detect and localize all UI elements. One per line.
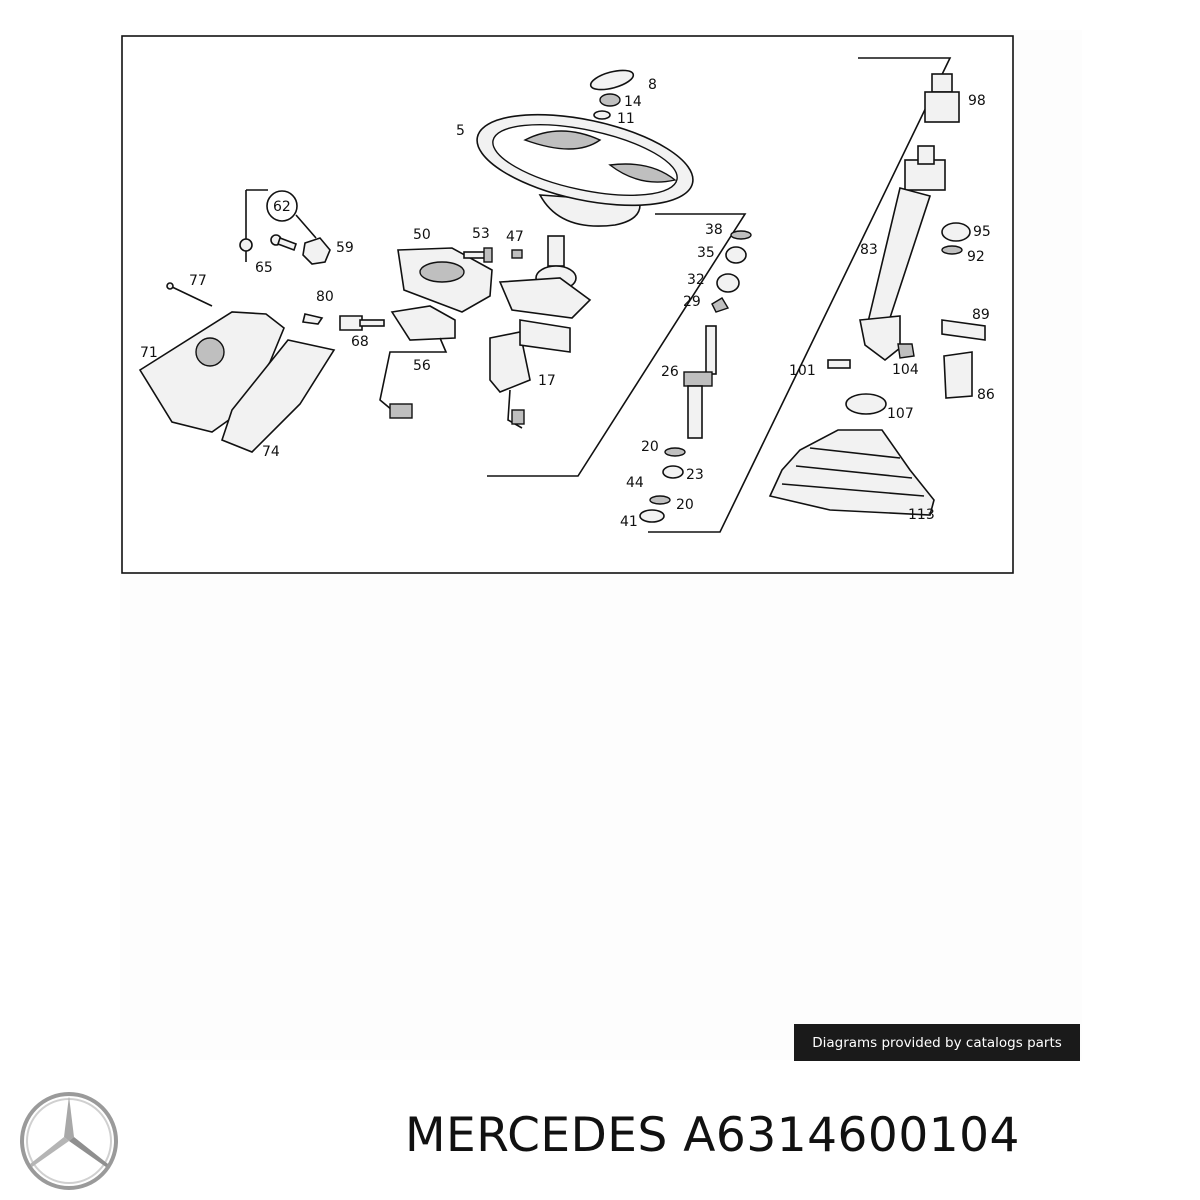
label-8: 8: [648, 77, 657, 93]
label-44: 44: [626, 475, 644, 491]
label-71: 71: [140, 345, 158, 361]
label-50: 50: [413, 227, 431, 243]
bracket-steering-column: [487, 213, 747, 477]
watermark-badge: Diagrams provided by catalogs parts: [794, 1024, 1080, 1061]
label-98: 98: [968, 93, 986, 109]
label-65: 65: [255, 260, 273, 276]
intermediate-shaft-parts: [639, 230, 752, 523]
label-23: 23: [686, 467, 704, 483]
label-11: 11: [617, 111, 635, 127]
exploded-parts-diagram: 5 8 14 11 62 65 59 50 53 47 77 80 71 68 …: [121, 35, 1014, 574]
label-29: 29: [683, 294, 701, 310]
label-47: 47: [506, 229, 524, 245]
steering-column-assembly: [489, 235, 592, 429]
column-cover-part: [138, 311, 336, 453]
label-68: 68: [351, 334, 369, 350]
label-86: 86: [977, 387, 995, 403]
brand-name: MERCEDES: [405, 1108, 668, 1163]
label-14: 14: [624, 94, 642, 110]
joint-parts: [827, 222, 986, 399]
lock-parts: [239, 189, 331, 265]
label-26: 26: [661, 364, 679, 380]
screw-parts: [166, 282, 324, 325]
label-107: 107: [887, 406, 914, 422]
mercedes-star-icon: [20, 1092, 118, 1190]
steering-wheel-part: [476, 113, 694, 227]
label-62: 62: [273, 199, 291, 215]
label-20a: 20: [641, 439, 659, 455]
label-92: 92: [967, 249, 985, 265]
label-80: 80: [316, 289, 334, 305]
label-113: 113: [908, 507, 935, 523]
bracket-shaft: [648, 57, 952, 533]
rubber-boot-part: [768, 393, 935, 516]
label-38: 38: [705, 222, 723, 238]
label-35: 35: [697, 245, 715, 261]
label-74: 74: [262, 444, 280, 460]
part-number: A6314600104: [683, 1108, 1020, 1163]
bolt-parts: [463, 247, 523, 263]
label-32: 32: [687, 272, 705, 288]
label-17: 17: [538, 373, 556, 389]
label-77: 77: [189, 273, 207, 289]
steering-shaft-parts: [859, 73, 960, 362]
label-53: 53: [472, 226, 490, 242]
part-title: MERCEDES A6314600104: [405, 1108, 1020, 1163]
label-59: 59: [336, 240, 354, 256]
label-89: 89: [972, 307, 990, 323]
label-83: 83: [860, 242, 878, 258]
label-5: 5: [456, 123, 465, 139]
label-101: 101: [789, 363, 816, 379]
label-104: 104: [892, 362, 919, 378]
hub-parts: [589, 69, 635, 120]
switch-housing-part: [397, 247, 493, 313]
label-20b: 20: [676, 497, 694, 513]
label-95: 95: [973, 224, 991, 240]
label-41: 41: [620, 514, 638, 530]
wiring-part: [339, 305, 456, 419]
label-56: 56: [413, 358, 431, 374]
